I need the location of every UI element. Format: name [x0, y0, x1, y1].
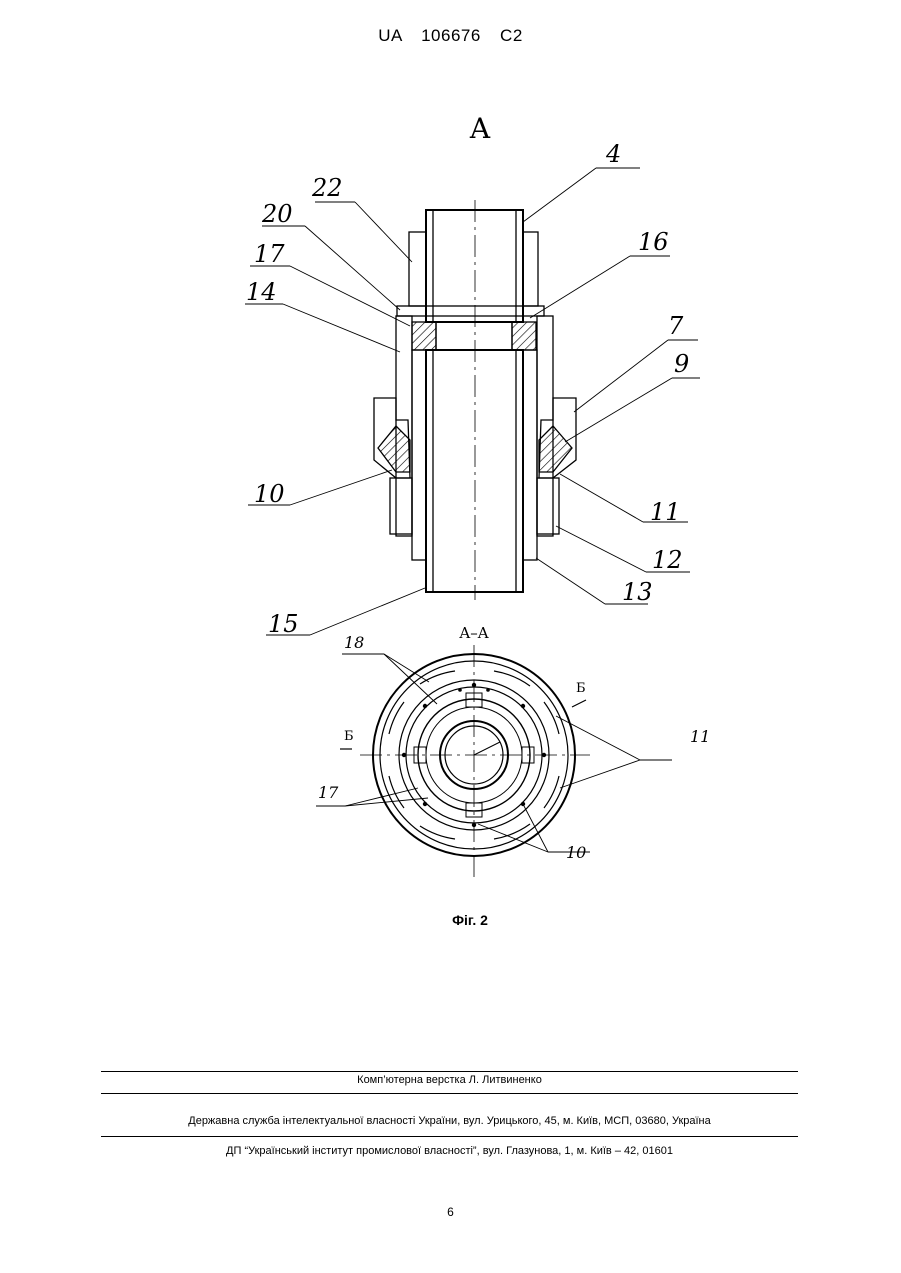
page-number: 6: [0, 1205, 901, 1219]
callout-17: 17: [254, 240, 285, 268]
footer-rule-2: [101, 1093, 798, 1094]
callout-7: 7: [668, 312, 684, 340]
callout-numbers-top: 4 22 20 17 14 16 7 9 10 11 12 13 15: [246, 140, 689, 638]
cross-section-aa: [340, 645, 590, 880]
footer-typesetting: Комп’ютерна верстка Л. Литвиненко: [101, 1074, 798, 1086]
section-arrow-right-label: Б: [576, 681, 586, 696]
callout-12: 12: [652, 546, 683, 574]
footer-institute: ДП “Український інститут промислової вла…: [101, 1145, 798, 1157]
callout-22: 22: [311, 174, 343, 202]
callout-14: 14: [246, 278, 277, 306]
callout-9: 9: [674, 350, 689, 378]
callout-13: 13: [622, 578, 653, 606]
callout-10-section: 10: [566, 843, 586, 862]
figure-caption: Фіг. 2: [0, 912, 901, 928]
footer-rule-3: [101, 1136, 798, 1137]
callout-10: 10: [254, 480, 285, 508]
section-arrow-left-label: Б: [344, 729, 354, 744]
callout-11-section: 11: [690, 727, 710, 746]
leader-lines-top: [245, 168, 700, 635]
section-aa-label: A–A: [458, 624, 488, 642]
longitudinal-section: [374, 200, 576, 600]
callout-17-section: 17: [318, 783, 339, 802]
callout-11: 11: [650, 498, 681, 526]
callout-numbers-bottom: 18 11 17 10: [318, 633, 710, 862]
callout-4: 4: [605, 140, 621, 168]
callout-16: 16: [638, 228, 669, 256]
callout-15: 15: [268, 610, 299, 638]
callout-18: 18: [344, 633, 364, 652]
footer-agency: Державна служба інтелектуальної власност…: [101, 1115, 798, 1127]
technical-drawing: A: [0, 0, 901, 960]
callout-20: 20: [261, 200, 293, 228]
leader-lines-bottom: [316, 654, 672, 852]
footer-rule-1: [101, 1071, 798, 1072]
view-a-title: A: [469, 112, 491, 145]
